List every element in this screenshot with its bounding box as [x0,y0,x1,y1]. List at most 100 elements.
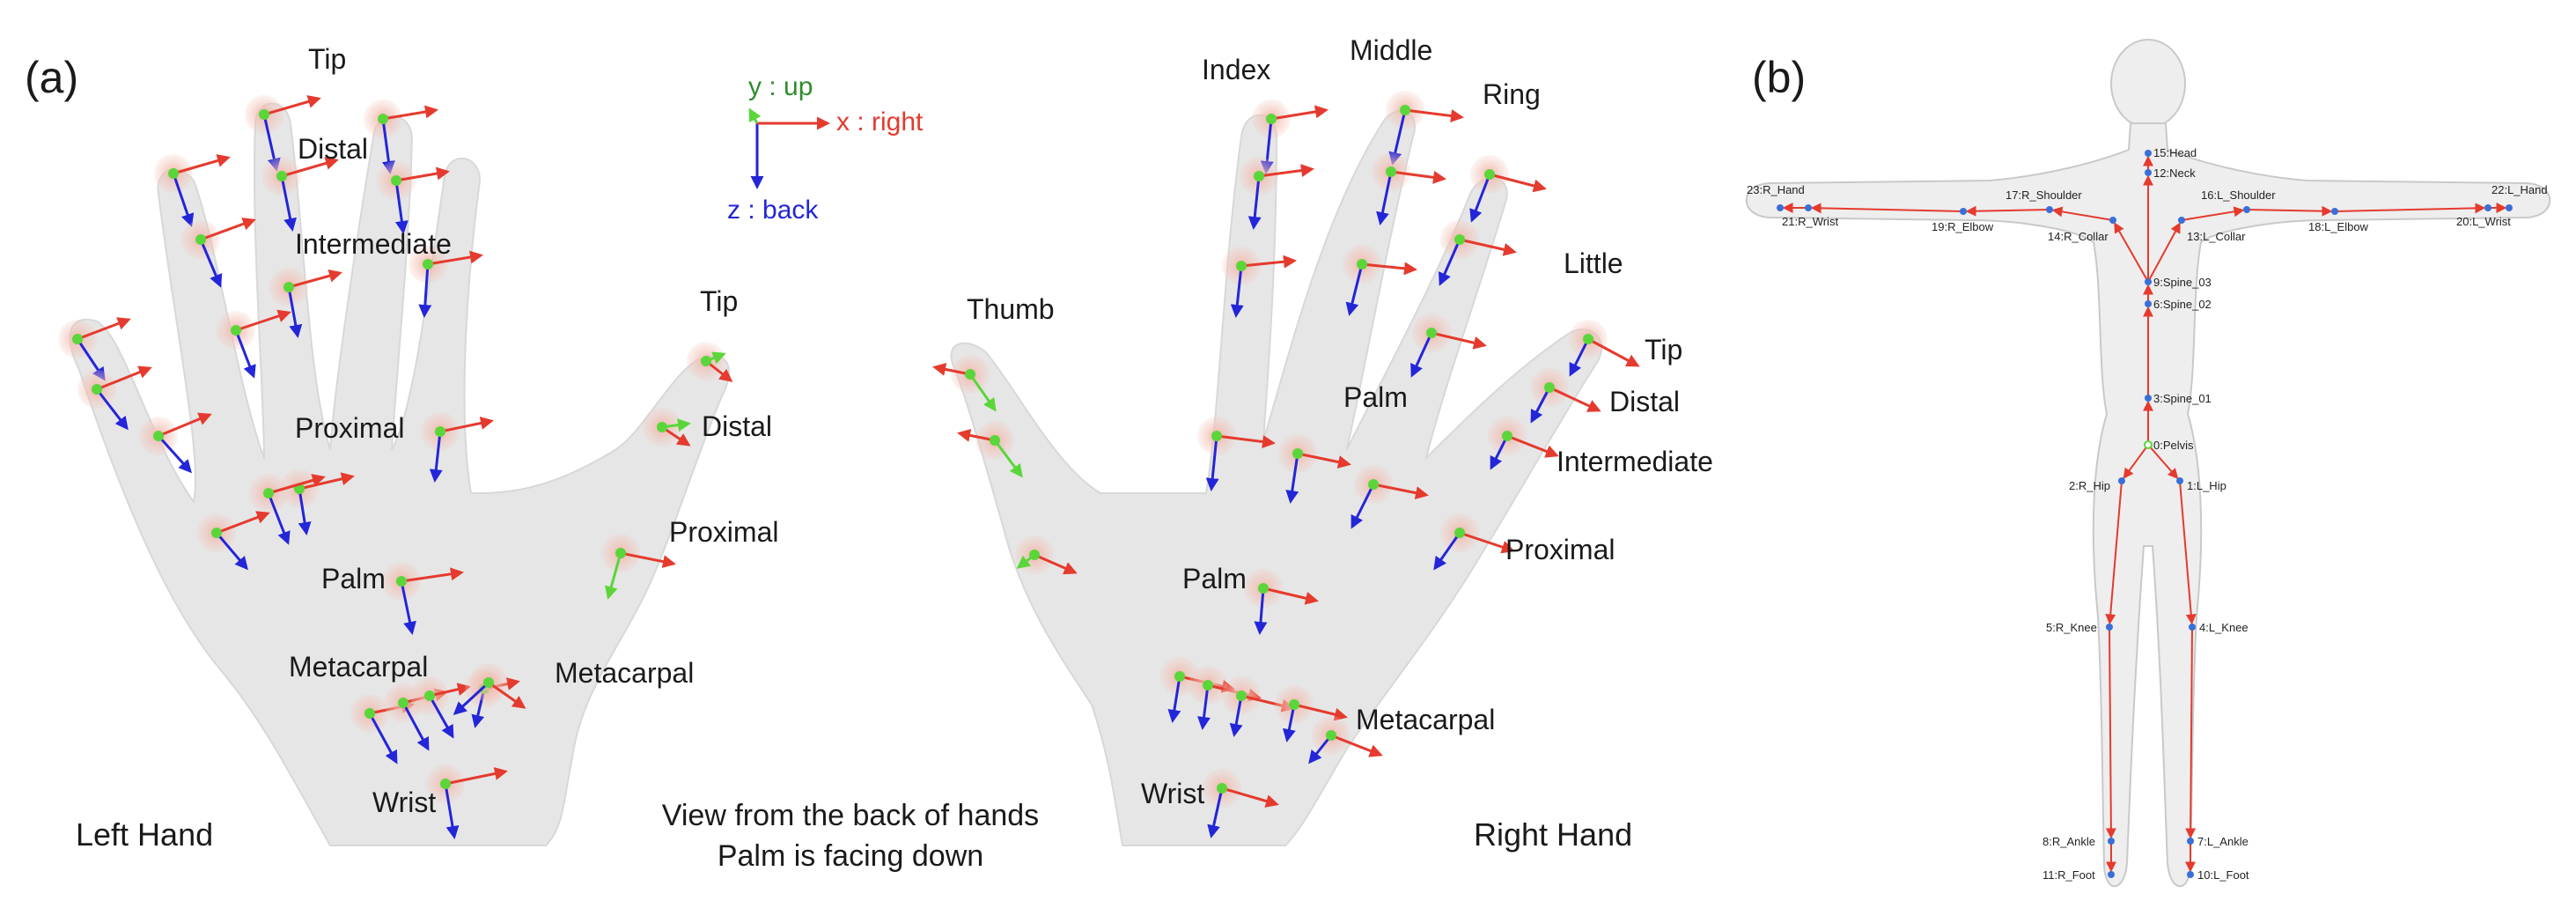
joint-label-l-wrist: 20:L_Wrist [2456,215,2511,228]
left-intermediate-label: Intermediate [295,228,452,260]
axis-z-label: z : back [727,196,819,225]
right-hand-joint-6 [1343,245,1417,316]
bone-r_hip-r_knee [2105,480,2123,625]
bone-l_collar-l_shoulder [2181,206,2245,221]
joint-label-r-hip: 2:R_Hip [2069,479,2110,492]
joint-label-l-shoulder: 16:L_Shoulder [2201,188,2276,202]
joint-r-hand [1777,204,1784,211]
right-hand-joint-16 [1244,569,1319,635]
right-palm-label: Palm [1182,563,1247,594]
left-hand-joint-12 [58,317,131,381]
right-hand-joint-22 [1203,769,1279,838]
left-hand-joint-9 [181,218,256,288]
left-palm-label: Palm [321,563,386,594]
left-hand-title: Left Hand [76,816,213,853]
joint-l-wrist [2484,204,2491,211]
joint-l-collar [2178,217,2185,224]
left-hand-joint-25 [601,534,676,600]
joint-r-hip [2118,477,2125,484]
right-hand-joint-24 [957,421,1023,478]
left-proximal-label: Proximal [295,412,404,444]
right-hand-title: Right Hand [1474,816,1632,853]
joint-pelvis [2144,440,2153,449]
right-palm-upper-label: Palm [1343,381,1408,413]
right-hand-silhouette [950,109,1603,846]
panel-a-label: (a) [25,53,78,102]
caption-line-1: View from the back of hands [662,799,1039,832]
caption-line-2: Palm is facing down [718,839,983,873]
left-thumb-distal-label: Distal [702,410,772,442]
right-proximal-label: Proximal [1505,534,1615,565]
right-thumb-label: Thumb [967,293,1055,325]
axis-x-label: x : right [836,107,924,137]
joint-label-r-ankle: 8:R_Ankle [2042,835,2095,848]
right-little-label: Little [1564,247,1623,279]
right-metacarpal-label: Metacarpal [1356,704,1495,735]
joint-label-spine-02: 6:Spine_02 [2153,298,2212,311]
bone-pelvis-l_hip [2147,444,2179,480]
joint-spine-02 [2145,300,2152,307]
right-middle-label: Middle [1350,34,1432,66]
joint-label-r-knee: 5:R_Knee [2046,621,2097,634]
right-hand-joint-23 [932,355,997,412]
bone-pelvis-r_hip [2123,444,2149,479]
joint-l-foot [2187,871,2194,878]
joint-r-shoulder [2046,206,2053,213]
right-hand-joint-8 [1469,155,1547,223]
right-hand-joint-9 [1438,220,1517,286]
left-tip-label: Tip [308,43,346,75]
right-index-label: Index [1202,54,1270,85]
bone-r_shoulder-r_elbow [1965,205,2050,217]
right-hand-joint-0 [1252,100,1328,174]
right-hand-joint-18 [1189,666,1262,730]
joint-label-r-shoulder: 17:R_Shoulder [2006,188,2082,202]
right-hand-joint-10 [1410,314,1487,378]
joint-spine-03 [2145,278,2152,285]
joint-label-r-hand: 23:R_Hand [1747,183,1805,196]
bone-r_knee-r_ankle [2105,626,2116,839]
axis-legend: y : up x : right z : back [727,72,924,225]
left-hand-joint-1 [262,157,339,232]
joint-spine-01 [2145,395,2152,402]
left-hand-joint-8 [154,154,231,227]
joint-r-ankle [2108,838,2115,845]
bone-l_hip-l_knee [2179,480,2197,625]
body-joint-labels: 0:Pelvis3:Spine_016:Spine_029:Spine_0312… [1747,146,2548,882]
right-hand-joint-15 [1433,513,1515,571]
right-intermediate-label: Intermediate [1557,446,1713,477]
bone-l_elbow-l_wrist [2334,203,2486,214]
left-hand-joint-23 [687,342,733,382]
right-hand-joint-21 [1308,716,1383,764]
joint-label-pelvis: 0:Pelvis [2153,439,2194,452]
joint-label-r-collar: 14:R_Collar [2048,230,2109,243]
axis-y-label: y : up [748,72,813,101]
joint-label-l-ankle: 7:L_Ankle [2197,835,2248,848]
joint-label-l-collar: 13:L_Collar [2187,230,2246,243]
left-hand-joint-13 [77,366,152,431]
body-silhouette [1745,39,2551,888]
joint-label-l-hand: 22:L_Hand [2491,183,2548,196]
joint-label-r-wrist: 21:R_Wrist [1782,215,1838,228]
right-hand-joint-12 [1569,320,1640,377]
right-hand-joint-11 [1351,465,1429,529]
joint-label-spine-01: 3:Spine_01 [2153,392,2212,405]
joint-head [2145,150,2152,157]
left-hand-joint-14 [139,412,212,474]
joint-label-head: 15:Head [2153,146,2197,159]
joint-r-knee [2106,624,2113,631]
left-hand-joint-11 [249,474,326,545]
joint-label-l-knee: 4:L_Knee [2199,621,2248,634]
left-hand-joint-6 [408,245,483,318]
joint-l-hand [2506,204,2513,211]
left-hand-joint-10 [217,309,291,379]
right-distal-label: Distal [1609,386,1680,417]
left-hand-joint-16 [382,562,464,635]
left-distal-label: Distal [298,133,368,165]
right-hand-joint-20 [1275,685,1348,742]
left-hand-joint-21 [453,663,526,716]
right-hand-joint-13 [1530,368,1601,424]
joint-l-knee [2189,624,2196,631]
panel-b-label: (b) [1752,53,1806,102]
left-hand-joint-19 [410,676,471,739]
